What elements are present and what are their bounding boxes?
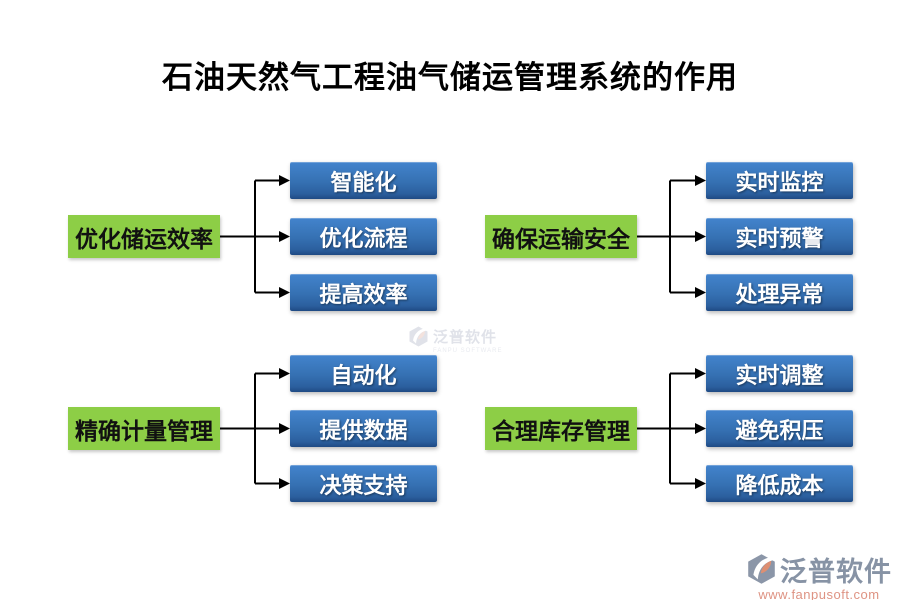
category-box-inventory-management: 合理库存管理 bbox=[485, 407, 637, 450]
category-box-accurate-measurement: 精确计量管理 bbox=[68, 407, 220, 450]
item-box-decision-support: 决策支持 bbox=[290, 465, 437, 502]
item-box-intelligence: 智能化 bbox=[290, 162, 437, 199]
item-box-optimize-process: 优化流程 bbox=[290, 218, 437, 255]
page-title: 石油天然气工程油气储运管理系统的作用 bbox=[162, 60, 738, 95]
center-watermark: 泛普软件 FANPU SOFTWARE bbox=[408, 326, 502, 354]
watermark-sub-text: FANPU SOFTWARE bbox=[433, 348, 503, 354]
item-box-handle-exception: 处理异常 bbox=[706, 274, 853, 311]
item-box-provide-data: 提供数据 bbox=[290, 410, 437, 447]
item-box-realtime-monitor: 实时监控 bbox=[706, 162, 853, 199]
watermark-brand-text: 泛普软件 bbox=[433, 329, 498, 346]
footer-brand-text: 泛普软件 bbox=[780, 556, 892, 587]
item-box-automation: 自动化 bbox=[290, 355, 437, 392]
item-box-improve-efficiency: 提高效率 bbox=[290, 274, 437, 311]
item-box-realtime-warning: 实时预警 bbox=[706, 218, 853, 255]
footer-url-text: www.fanpusoft.com bbox=[758, 587, 880, 600]
item-box-avoid-backlog: 避免积压 bbox=[706, 410, 853, 447]
footer-logo: 泛普软件 www.fanpusoft.com bbox=[746, 549, 892, 600]
category-box-storage-efficiency: 优化储运效率 bbox=[68, 215, 220, 258]
item-box-realtime-adjust: 实时调整 bbox=[706, 355, 853, 392]
fanpu-logo-icon bbox=[748, 554, 775, 584]
category-box-transport-safety: 确保运输安全 bbox=[485, 215, 637, 258]
item-box-reduce-cost: 降低成本 bbox=[706, 465, 853, 502]
fanpu-watermark-icon bbox=[409, 326, 428, 347]
